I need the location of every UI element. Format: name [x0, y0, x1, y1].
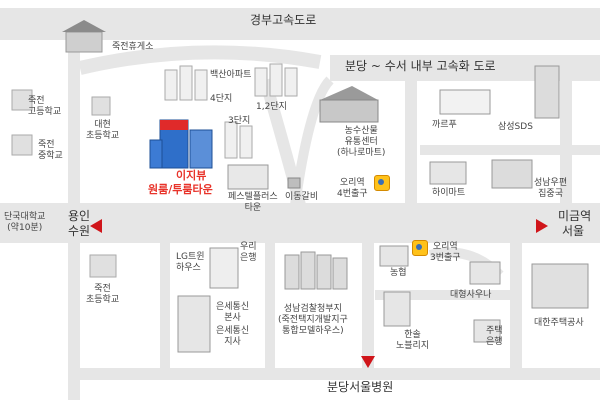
label-post: 성남우편 집중국	[534, 178, 568, 199]
building-baeksan-4	[164, 65, 208, 101]
building-sauna	[469, 261, 501, 285]
label-eunse-hq: 은세통신 본사	[216, 302, 250, 323]
road-right-vertical	[510, 243, 522, 373]
arrow-right	[536, 219, 548, 233]
label-kkarpu: 까르푸	[432, 120, 457, 130]
label-ezview: 이지뷰	[176, 169, 207, 182]
label-seoul-hospital: 분당서울병원	[327, 380, 394, 394]
road-bottom-horizontal	[68, 368, 600, 380]
label-sauna: 대형사우나	[450, 290, 492, 300]
road-center-vertical	[405, 80, 417, 205]
label-migeum: 미금역	[558, 209, 592, 223]
building-prosecutor	[284, 251, 348, 290]
building-juk-mid	[11, 134, 33, 156]
label-gyeongbu: 경부고속도로	[250, 13, 317, 27]
label-himart: 하이마트	[432, 188, 466, 198]
label-danji12: 1,2단지	[256, 102, 287, 112]
building-agri	[319, 86, 379, 123]
building-juk-elem	[89, 254, 117, 278]
subway-icon-exit3	[412, 240, 428, 256]
road-lower-left-v	[160, 243, 170, 373]
building-daehyeon	[91, 96, 111, 116]
subway-icon-exit4	[374, 175, 390, 191]
building-lg	[209, 247, 239, 289]
label-nonghyup: 농협	[390, 268, 407, 278]
label-seoul: 서울	[562, 224, 585, 238]
label-bundang-suseo: 분당 ~ 수서 내부 고속화 도로	[345, 59, 496, 73]
label-ori4: 오리역 4번출구	[337, 178, 368, 199]
label-hansol: 한솔 노블리지	[396, 330, 430, 351]
label-khc: 대한주택공사	[534, 318, 584, 328]
label-agri: 농수산물 유통센터 (하나로마트)	[337, 126, 386, 158]
road-east-vertical	[560, 80, 572, 205]
label-ori3: 오리역 3번출구	[430, 242, 461, 263]
road-mid-vertical	[362, 243, 374, 378]
building-pastel	[227, 164, 269, 190]
label-yongin: 용인	[68, 209, 91, 223]
building-baeksan-12	[254, 63, 298, 97]
road-left-vertical	[68, 40, 80, 400]
road-inner-right	[375, 290, 510, 300]
arrow-down	[361, 356, 375, 368]
label-suwon: 수원	[68, 224, 91, 238]
label-juk-high: 죽전 고등학교	[28, 96, 62, 117]
label-idong: 이동갈비	[285, 192, 319, 202]
label-pastel: 페스텔플러스 타운	[228, 192, 278, 213]
label-dankook: 단국대학교 (약10분)	[4, 212, 46, 233]
building-samsung	[534, 65, 560, 119]
label-baeksan: 백산아파트	[210, 70, 252, 80]
label-woori: 우리 은행	[240, 242, 257, 263]
building-himart	[429, 161, 467, 185]
label-lg: LG트윈 하우스	[176, 252, 205, 273]
label-juk-elem: 죽전 초등학교	[86, 284, 120, 305]
label-eunse-branch: 은세통신 지사	[216, 326, 250, 347]
building-kkarpu	[439, 89, 491, 115]
building-juk-high	[11, 89, 33, 111]
road-lower-mid-v	[265, 243, 275, 373]
road-small-h	[420, 145, 600, 155]
label-danji4: 4단지	[210, 94, 233, 104]
building-ezview	[149, 119, 213, 169]
building-idong	[287, 177, 301, 189]
label-rest-area: 죽전휴게소	[112, 42, 154, 52]
arrow-left	[90, 219, 102, 233]
building-rest-area	[62, 20, 106, 53]
label-oneroom: 원룸/투룸타운	[148, 183, 213, 196]
building-nonghyup	[379, 245, 409, 267]
building-post	[491, 159, 533, 189]
building-khc	[531, 263, 589, 309]
label-jutaek: 주택 은행	[486, 326, 503, 347]
label-samsung: 삼성SDS	[498, 122, 533, 132]
label-prosecutor: 성남검찰청부지 (죽전택지개발지구 통합모델하우스)	[278, 304, 348, 336]
label-juk-mid: 죽전 중학교	[38, 140, 63, 161]
label-daehyeon: 대현 초등학교	[86, 120, 120, 141]
building-eunse	[177, 295, 211, 353]
building-jutaek	[473, 319, 501, 343]
building-hansol	[383, 291, 411, 327]
road-curve-rest	[78, 45, 322, 75]
label-danji3: 3단지	[228, 116, 251, 126]
building-danji3	[224, 121, 253, 159]
